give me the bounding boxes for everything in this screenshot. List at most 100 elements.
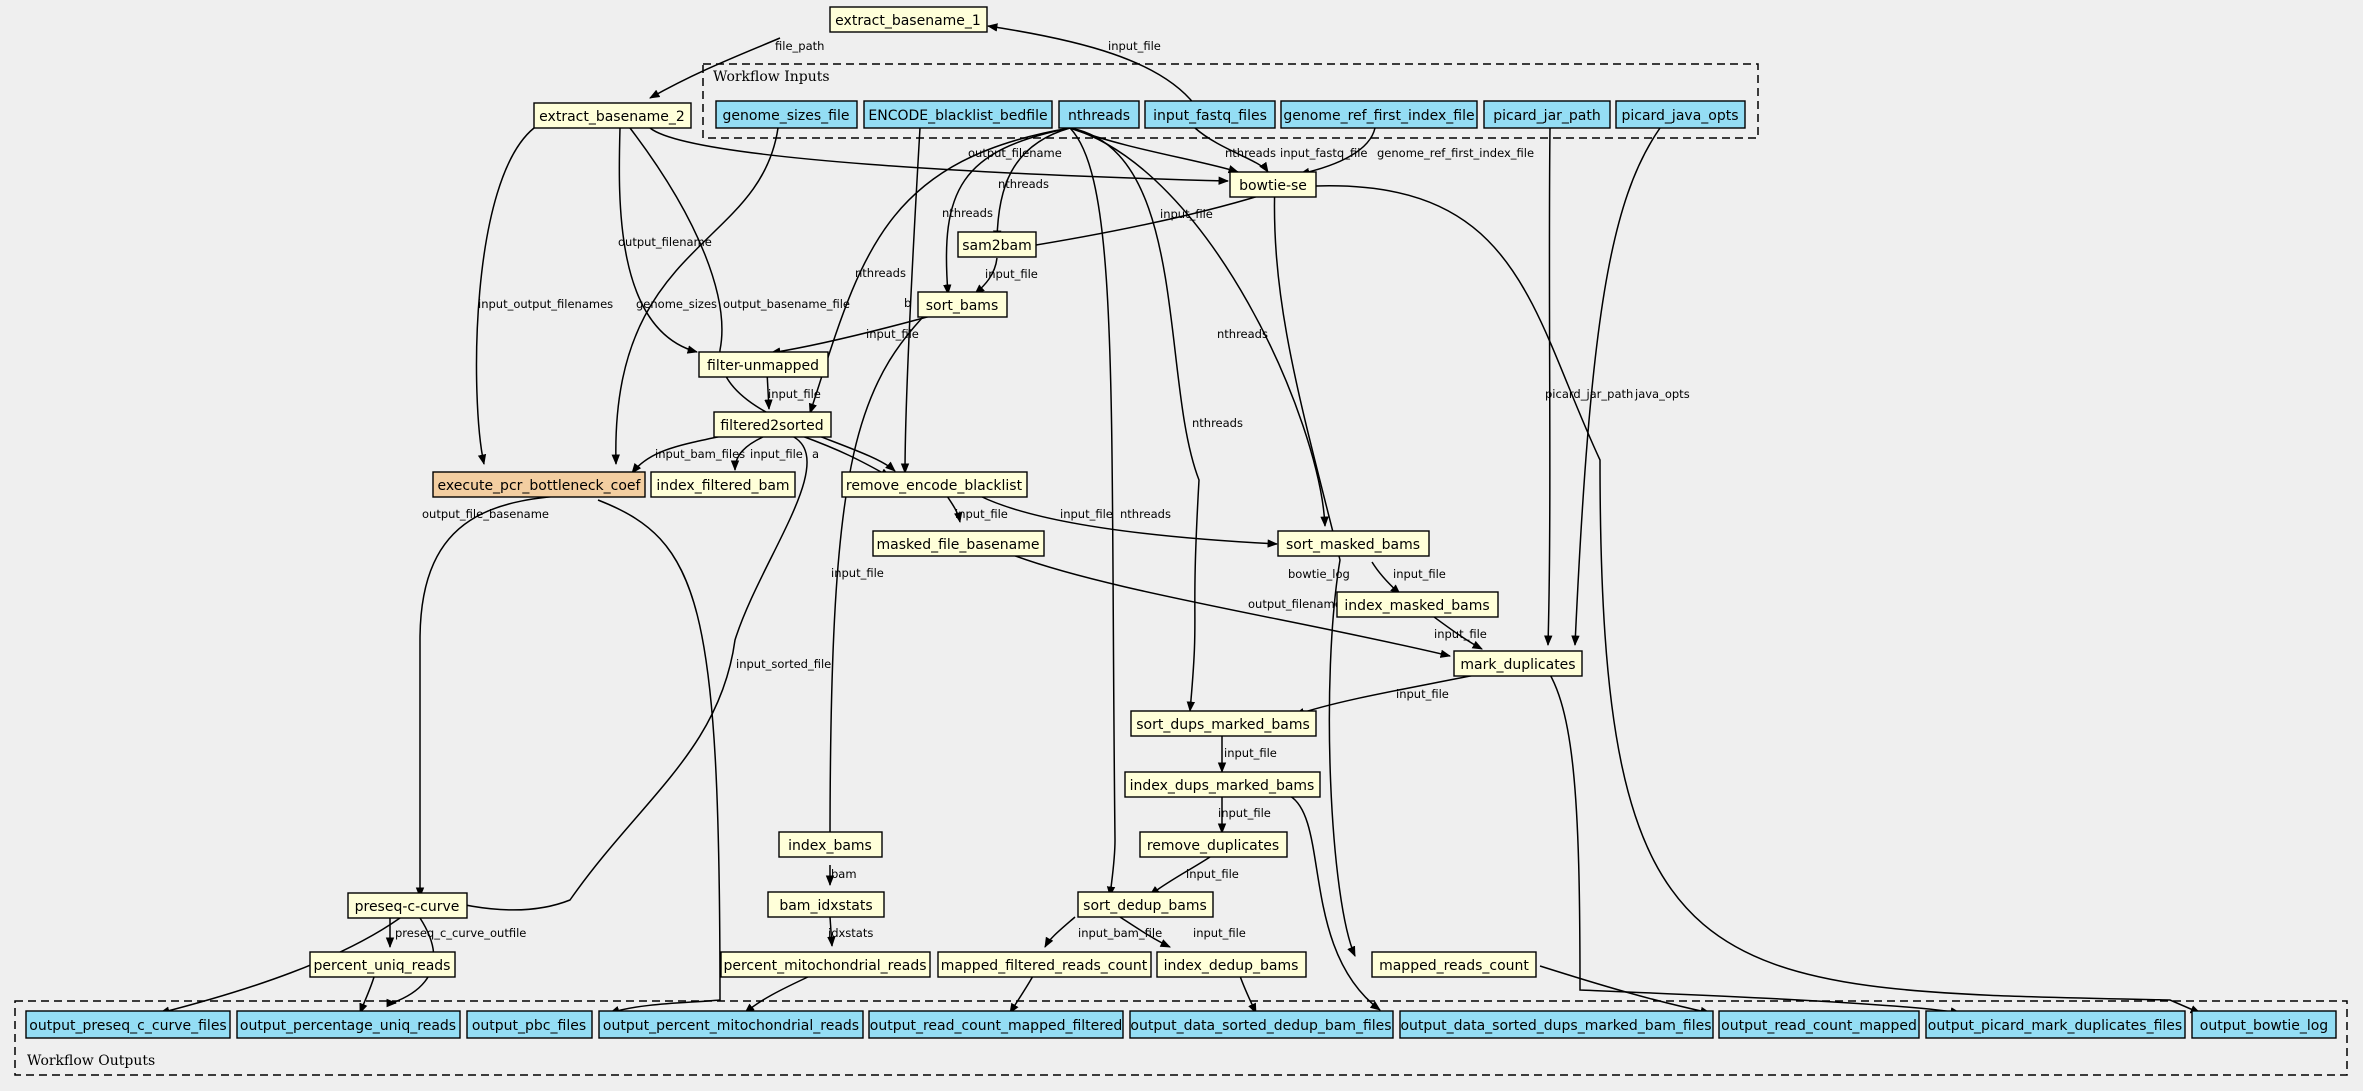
node-output-preseq-c-curve-files[interactable]: output_preseq_c_curve_files (25, 1010, 231, 1039)
edge-label: bam (831, 867, 857, 881)
node-label: output_pbc_files (472, 1018, 586, 1034)
node-masked-file-basename[interactable]: masked_file_basename (872, 530, 1045, 557)
edge-label: output_file_basename (422, 507, 549, 521)
node-filter-unmapped[interactable]: filter-unmapped (698, 351, 829, 378)
edge-label: picard_jar_path (1545, 387, 1633, 401)
node-box (1718, 1010, 1920, 1039)
node-picard-java-opts[interactable]: picard_java_opts (1615, 100, 1746, 129)
node-bowtie-se[interactable]: bowtie-se (1229, 171, 1317, 198)
edge-label: input_bam_files (655, 447, 745, 461)
edge-label: input_file (955, 507, 1008, 521)
node-percent-uniq-reads[interactable]: percent_uniq_reads (309, 951, 456, 978)
node-encode-blacklist-bedfile[interactable]: ENCODE_blacklist_bedfile (863, 100, 1053, 129)
node-input-fastq-files[interactable]: input_fastq_files (1144, 100, 1276, 129)
node-label: bowtie-se (1239, 178, 1307, 194)
node-preseq-c-curve[interactable]: preseq-c-curve (347, 892, 468, 919)
node-label: genome_sizes_file (723, 108, 850, 124)
edge-label: nthreads (1120, 507, 1171, 521)
node-output-bowtie-log[interactable]: output_bowtie_log (2191, 1010, 2337, 1039)
node-index-dedup-bams[interactable]: index_dedup_bams (1156, 951, 1307, 978)
node-label: filtered2sorted (720, 418, 823, 434)
node-box (2191, 1010, 2337, 1039)
node-output-percentage-uniq-reads[interactable]: output_percentage_uniq_reads (236, 1010, 461, 1039)
node-extract-basename-2[interactable]: extract_basename_2 (533, 102, 692, 129)
node-label: sort_masked_bams (1286, 537, 1420, 553)
node-picard-jar-path[interactable]: picard_jar_path (1483, 100, 1611, 129)
node-label: index_masked_bams (1344, 598, 1489, 614)
node-genome-sizes-file[interactable]: genome_sizes_file (715, 100, 858, 129)
node-label: sam2bam (962, 238, 1032, 254)
edge-label: input_fastq_file (1280, 146, 1368, 160)
node-index-masked-bams[interactable]: index_masked_bams (1336, 591, 1499, 618)
node-percent-mitochondrial-reads[interactable]: percent_mitochondrial_reads (720, 951, 931, 978)
node-sort-bams[interactable]: sort_bams (917, 291, 1008, 318)
node-label: output_preseq_c_curve_files (29, 1018, 226, 1034)
node-output-data-sorted-dups-marked-bam-files[interactable]: output_data_sorted_dups_marked_bam_files (1399, 1010, 1714, 1039)
node-label: index_dedup_bams (1164, 958, 1299, 974)
node-label: percent_mitochondrial_reads (723, 958, 926, 974)
node-bam-idxstats[interactable]: bam_idxstats (767, 891, 885, 918)
node-index-filtered-bam[interactable]: index_filtered_bam (650, 471, 796, 498)
node-output-percent-mitochondrial-reads[interactable]: output_percent_mitochondrial_reads (598, 1010, 864, 1039)
node-output-picard-mark-duplicates-files[interactable]: output_picard_mark_duplicates_files (1925, 1010, 2186, 1039)
node-sort-masked-bams[interactable]: sort_masked_bams (1277, 530, 1430, 557)
node-box (1925, 1010, 2186, 1039)
edge-label: nthreads (1217, 327, 1268, 341)
node-filtered2sorted[interactable]: filtered2sorted (713, 411, 832, 438)
node-sort-dedup-bams[interactable]: sort_dedup_bams (1077, 891, 1214, 918)
node-box (347, 892, 468, 919)
node-mark-duplicates[interactable]: mark_duplicates (1453, 650, 1583, 677)
node-label: sort_dedup_bams (1083, 898, 1207, 914)
edge-label: b (904, 296, 911, 310)
node-box (713, 411, 832, 438)
node-label: nthreads (1068, 108, 1130, 124)
node-nthreads[interactable]: nthreads (1058, 100, 1140, 129)
node-remove-encode-blacklist[interactable]: remove_encode_blacklist (841, 471, 1028, 498)
node-output-read-count-mapped[interactable]: output_read_count_mapped (1718, 1010, 1920, 1039)
edge-label: a (812, 447, 819, 461)
node-label: sort_bams (926, 298, 999, 314)
node-label: output_data_sorted_dedup_bam_files (1130, 1018, 1391, 1034)
node-box (868, 1010, 1124, 1039)
node-label: percent_uniq_reads (314, 958, 451, 974)
node-box (533, 102, 692, 129)
node-box (863, 100, 1053, 129)
node-index-bams[interactable]: index_bams (778, 831, 883, 858)
node-output-pbc-files[interactable]: output_pbc_files (466, 1010, 593, 1039)
node-label: index_dups_marked_bams (1130, 778, 1315, 794)
edge-label: output_filename (968, 146, 1062, 160)
node-box (1483, 100, 1611, 129)
edge-label: input_file (1060, 507, 1113, 521)
node-label: output_bowtie_log (2200, 1018, 2328, 1034)
edge-label: preseq_c_curve_outfile (395, 926, 526, 940)
node-label: mapped_filtered_reads_count (941, 958, 1148, 974)
node-label: execute_pcr_bottleneck_coef (438, 478, 642, 494)
node-box (1156, 951, 1307, 978)
edge-label: input_output_filenames (478, 297, 613, 311)
node-label: preseq-c-curve (355, 899, 460, 915)
node-box (650, 471, 796, 498)
node-label: remove_duplicates (1147, 838, 1279, 854)
node-remove-duplicates[interactable]: remove_duplicates (1139, 831, 1288, 858)
node-label: output_data_sorted_dups_marked_bam_files (1400, 1018, 1711, 1034)
node-box (841, 471, 1028, 498)
node-sort-dups-marked-bams[interactable]: sort_dups_marked_bams (1130, 710, 1317, 737)
node-genome-ref-first-index-file[interactable]: genome_ref_first_index_file (1280, 100, 1478, 129)
edge-label: genome_ref_first_index_file (1377, 146, 1534, 160)
node-index-dups-marked-bams[interactable]: index_dups_marked_bams (1124, 771, 1321, 798)
edge-label: nthreads (855, 266, 906, 280)
node-box (1077, 891, 1214, 918)
edge-labels: file_path input_file output_filename nth… (395, 39, 1690, 940)
node-output-data-sorted-dedup-bam-files[interactable]: output_data_sorted_dedup_bam_files (1129, 1010, 1394, 1039)
node-label: sort_dups_marked_bams (1136, 717, 1310, 733)
node-execute-pcr-bottleneck-coef[interactable]: execute_pcr_bottleneck_coef (432, 471, 646, 498)
node-sam2bam[interactable]: sam2bam (957, 231, 1037, 258)
node-mapped-reads-count[interactable]: mapped_reads_count (1371, 951, 1537, 978)
node-box (698, 351, 829, 378)
node-mapped-filtered-reads-count[interactable]: mapped_filtered_reads_count (937, 951, 1152, 978)
node-box (1124, 771, 1321, 798)
node-output-read-count-mapped-filtered[interactable]: output_read_count_mapped_filtered (868, 1010, 1124, 1039)
node-label: output_percent_mitochondrial_reads (603, 1018, 859, 1034)
node-extract-basename-1[interactable]: extract_basename_1 (829, 6, 988, 33)
